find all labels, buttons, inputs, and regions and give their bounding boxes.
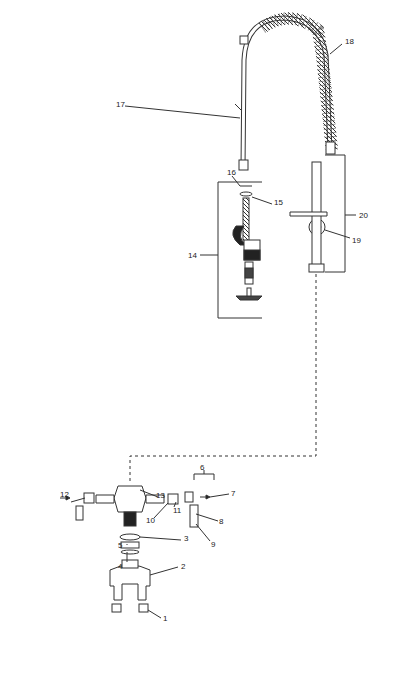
callout-number: 7 xyxy=(231,489,235,498)
callout-number: 5 xyxy=(118,541,122,550)
callout-number: 16 xyxy=(227,168,236,177)
callout-number: 9 xyxy=(211,540,215,549)
callout-number: 12 xyxy=(60,490,69,499)
callout-number: 14 xyxy=(188,251,197,260)
callout-number: 18 xyxy=(345,37,354,46)
callout-number: 15 xyxy=(274,198,283,207)
callout-number: 13 xyxy=(156,491,165,500)
callout-number: 17 xyxy=(116,100,125,109)
callout-number: 8 xyxy=(219,517,223,526)
callout-number: 3 xyxy=(184,534,188,543)
callout-number: 11 xyxy=(173,506,181,515)
callout-number: 10 xyxy=(146,516,155,525)
callout-number: 19 xyxy=(352,236,361,245)
callout-number: 4 xyxy=(118,562,122,571)
callout-number: 6 xyxy=(200,463,204,472)
callout-number: 20 xyxy=(359,211,368,220)
callout-number: 2 xyxy=(181,562,185,571)
callout-number: 1 xyxy=(163,614,167,623)
